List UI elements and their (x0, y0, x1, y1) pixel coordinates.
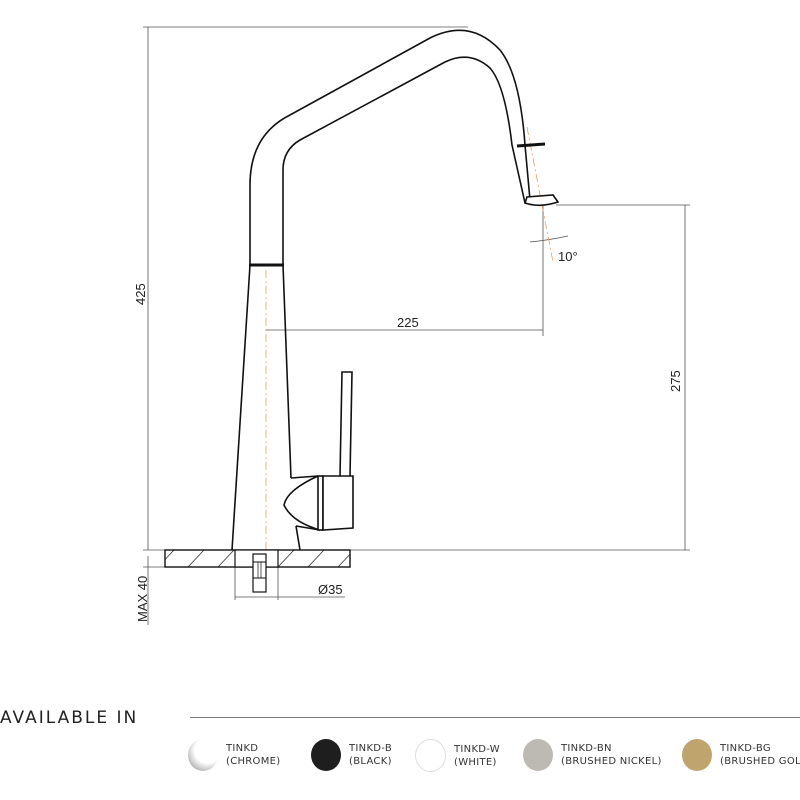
divider (190, 717, 800, 718)
max-deck-label: MAX 40 (135, 576, 150, 622)
finish-brushed-gold: TINKD-BG (BRUSHED GOL (682, 739, 800, 771)
white-swatch (415, 739, 446, 772)
chrome-swatch (188, 739, 218, 771)
finish-code: TINKD-BG (720, 743, 771, 754)
dimension-lines (143, 26, 690, 625)
finish-code: TINKD-W (454, 743, 500, 755)
finish-name: (BRUSHED GOL (720, 756, 800, 767)
finish-code: TINKD-B (349, 743, 393, 754)
brushed-nickel-swatch (523, 739, 553, 771)
height-dimension-label: 425 (133, 283, 148, 305)
black-swatch (311, 739, 341, 771)
finish-name: (BRUSHED NICKEL) (561, 756, 662, 767)
finish-chrome: TINKD (CHROME) (188, 739, 280, 771)
finish-code: TINKD (226, 743, 259, 754)
faucet-technical-drawing: 425 225 275 10° MAX 40 Ø35 (133, 26, 690, 625)
finish-brushed-nickel: TINKD-BN (BRUSHED NICKEL) (523, 739, 662, 771)
finish-name: (CHROME) (226, 756, 281, 767)
finish-code: TINKD-BN (561, 743, 612, 754)
finish-black: TINKD-B (BLACK) (311, 739, 392, 771)
centerlines (265, 126, 554, 560)
deck-plate (164, 549, 351, 593)
finish-name: (WHITE) (454, 756, 497, 768)
hole-diameter-label: Ø35 (318, 582, 343, 597)
spout-height-dimension-label: 275 (668, 370, 683, 392)
angle-label: 10° (558, 249, 578, 264)
faucet-outline (231, 29, 560, 551)
available-in-heading: AVAILABLE IN (0, 708, 139, 728)
reach-dimension-label: 225 (397, 315, 419, 330)
brushed-gold-swatch (682, 739, 712, 771)
finish-name: (BLACK) (349, 756, 392, 767)
finish-white: TINKD-W(WHITE) (415, 739, 500, 772)
